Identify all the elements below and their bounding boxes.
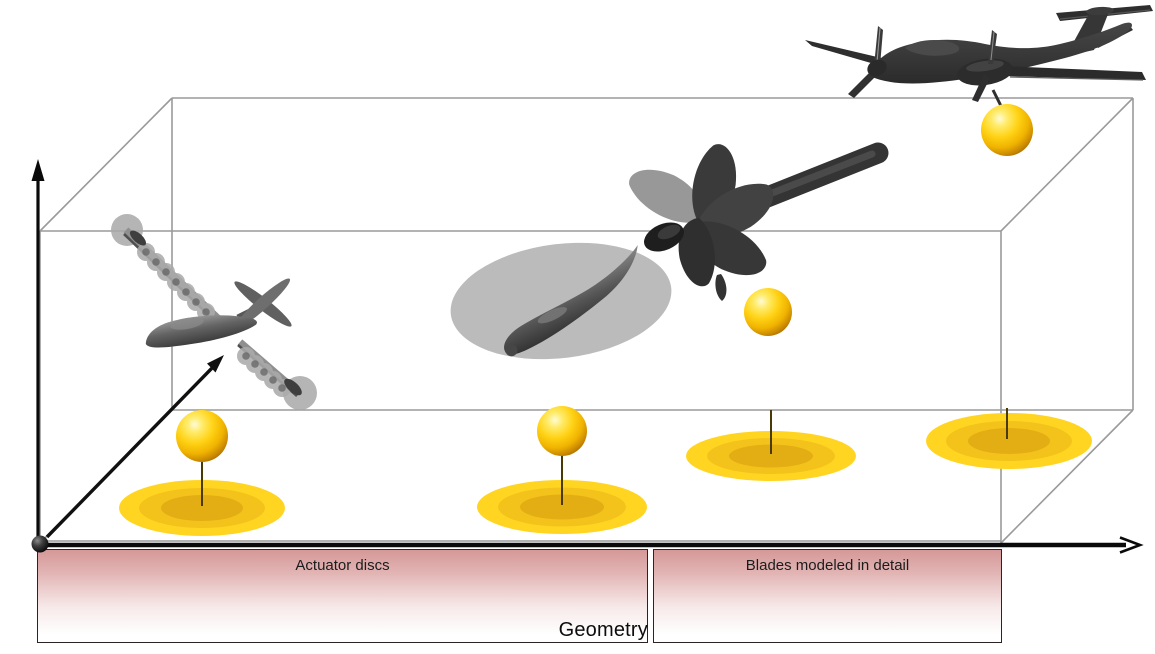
prop-shaft-highlight — [758, 150, 876, 201]
gray-actuator-disc — [450, 242, 672, 360]
gold-actuator-discs — [119, 408, 1092, 536]
gold-disc-1-icon — [119, 461, 285, 536]
nacelle-canopy — [537, 307, 568, 324]
far-wing — [805, 40, 895, 70]
tail-boom — [236, 301, 266, 322]
right-wing — [237, 339, 302, 396]
mid-prop-blade-down — [972, 74, 990, 102]
actuator-disc-nacelle-icon — [450, 242, 672, 360]
tail-fin-b — [235, 278, 291, 328]
fuselage — [870, 22, 1132, 84]
gold-spheres — [176, 104, 1033, 462]
wireframe-box — [39, 97, 1134, 544]
cockpit — [905, 40, 960, 56]
box-top-right-diagonal — [1000, 97, 1134, 232]
gold-sphere-4-icon — [981, 104, 1033, 156]
front-prop-blade-edge — [876, 27, 881, 63]
sphere-stem — [991, 89, 1005, 111]
gold-disc-4-icon — [926, 408, 1092, 469]
region-blades-detail-label: Blades modeled in detail — [745, 557, 910, 574]
diagonal-arrow-head-icon — [207, 355, 224, 373]
region-blades-detail: Blades modeled in detail — [653, 549, 1002, 643]
box-top-left-diagonal — [39, 97, 173, 232]
gold-disc-2-icon — [477, 455, 647, 534]
front-prop-blade-down — [848, 70, 878, 98]
box-bottom-left-diagonal — [39, 409, 173, 544]
prop-spinner — [644, 222, 684, 252]
left-wing — [123, 227, 225, 325]
box-bottom-right-diagonal — [1000, 409, 1134, 544]
diagonal-arrow-line — [45, 364, 216, 539]
nacelle-nose — [505, 344, 518, 357]
near-wing — [1000, 66, 1146, 80]
stabilizer-edge — [1059, 9, 1151, 20]
tail-bullet — [1086, 6, 1114, 16]
near-wing-edge — [1009, 76, 1144, 81]
tailcone — [1095, 26, 1133, 48]
prop-spinner-highlight — [657, 224, 681, 240]
axes — [31, 159, 1144, 554]
tail-fin — [1066, 9, 1110, 56]
y-axis-arrowhead-icon — [31, 159, 45, 181]
front-spinner — [867, 59, 887, 77]
gold-sphere-3-icon — [744, 288, 792, 336]
gold-sphere-1-icon — [176, 410, 228, 462]
right-wing-shadow — [237, 344, 298, 397]
wingtip-pod-left — [129, 230, 147, 246]
wingtip-pod-right — [284, 378, 302, 396]
region-actuator-discs: Actuator discs — [37, 549, 648, 643]
detailed-propeller-icon — [629, 142, 889, 301]
x-axis-arrowhead-icon — [1119, 536, 1144, 554]
gold-sphere-2-icon — [537, 406, 587, 456]
left-wing-shadow — [123, 233, 221, 327]
wingtip-disc-left — [111, 214, 143, 246]
mid-nacelle — [957, 58, 1013, 86]
wingtip-disc-right — [283, 376, 317, 410]
front-prop-blade-up — [874, 26, 883, 66]
mid-nacelle-highlight — [966, 60, 1004, 72]
high-lift-prop-rings — [137, 243, 291, 397]
x-axis-label: Geometry — [558, 619, 648, 641]
gold-disc-3-icon — [686, 410, 856, 481]
twin-turboprop-aircraft-icon — [805, 5, 1153, 111]
tail-fin-a — [234, 281, 292, 327]
nacelle-body — [504, 245, 638, 357]
canopy — [170, 317, 204, 330]
region-actuator-discs-label: Actuator discs — [295, 557, 390, 574]
t-tail-stabilizer — [1056, 5, 1153, 21]
prop-shaft — [701, 142, 889, 230]
mid-prop-blade-edge — [990, 31, 995, 61]
prop-blades — [629, 144, 774, 287]
distributed-propulsion-aircraft-icon — [111, 214, 317, 410]
mid-prop-blade-up — [988, 30, 997, 64]
hanging-blade-drop — [715, 274, 727, 301]
fuselage — [145, 315, 257, 348]
